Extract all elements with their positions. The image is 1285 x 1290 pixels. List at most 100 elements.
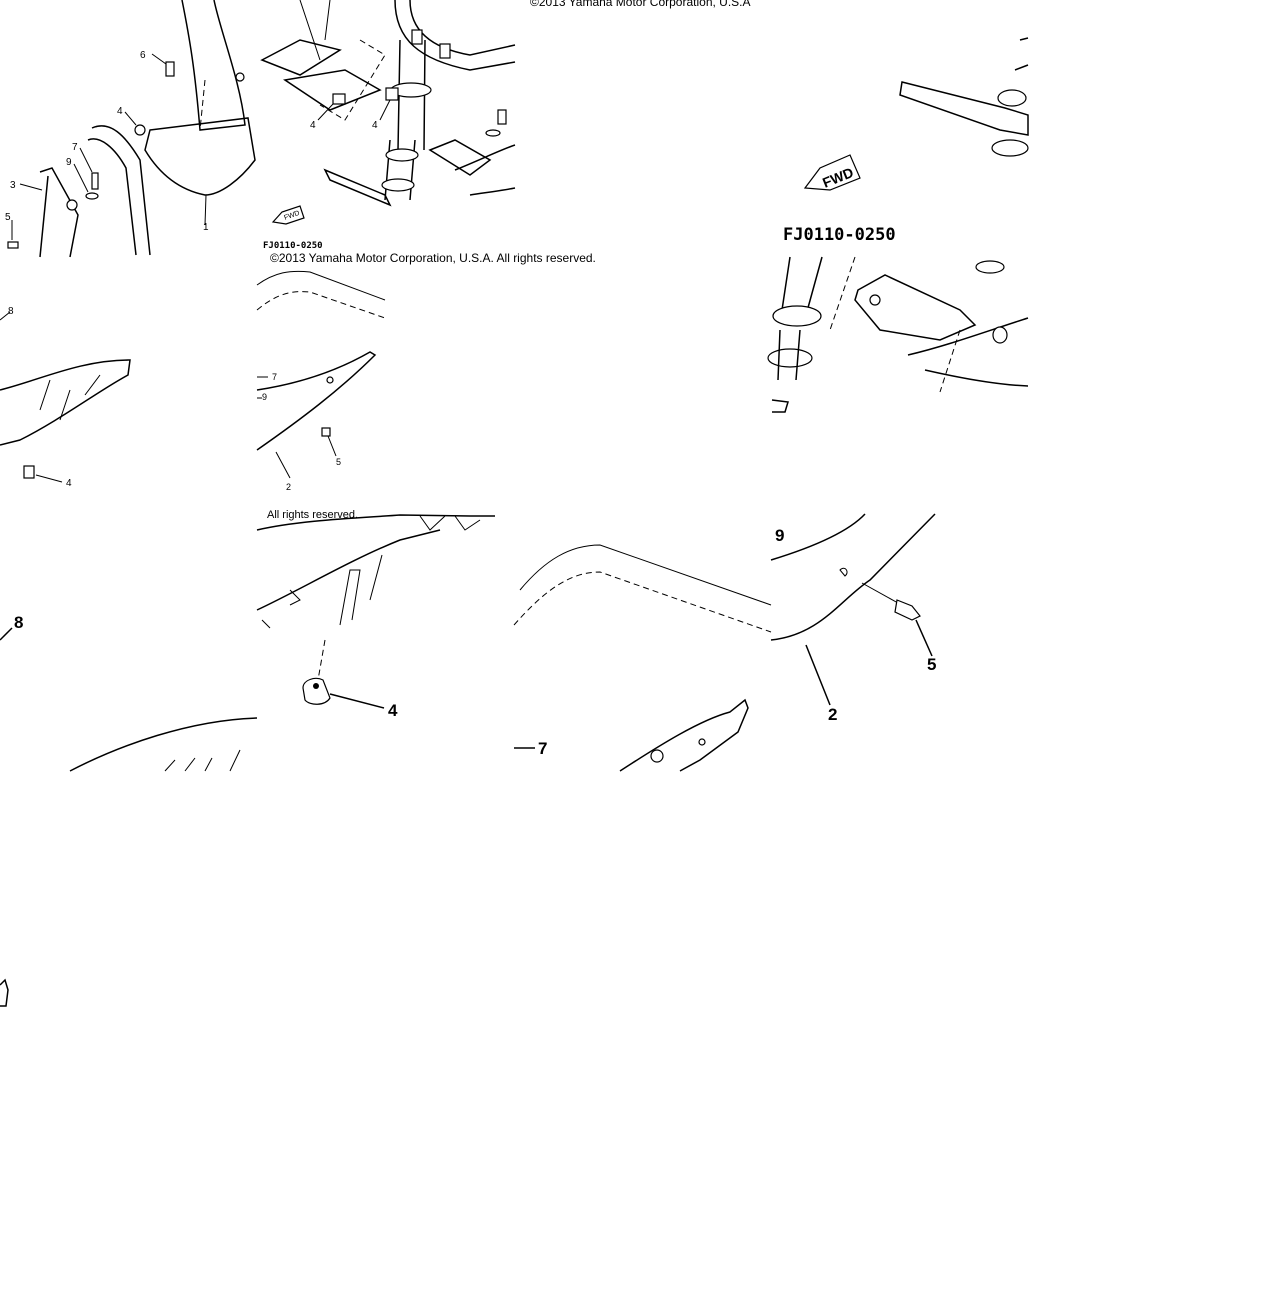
side-bracket [39,167,79,258]
rail-hole [326,376,334,384]
callout: 8 [14,613,23,632]
tile-zoom-screw: 9 5 2 [770,513,936,724]
fwd-arrow-large [803,154,861,191]
tile-zoom-bracket [767,256,1029,413]
dashed-zoom [829,256,961,393]
tile-rail: 7 9 5 2 [256,270,386,492]
rights-fragment: All rights reserved. [267,509,358,521]
callout: 3 [10,180,16,191]
leader-4 [35,474,63,483]
callout: 4 [66,478,72,489]
cover-edge-2 [469,187,516,196]
leader-8-zoom [0,627,13,641]
callout: 7 [72,142,78,153]
dashed-guide [199,79,206,131]
cover-edge [454,144,516,171]
tile-fragment [0,978,9,1007]
callout: 5 [336,457,341,467]
tabs-zoom [261,589,301,629]
fork-end-zoom [771,399,789,413]
side-bracket-edge [39,175,49,258]
hole-zoom [839,567,848,577]
tile-zoom-fwd: FWD FJ0110-0250 [783,37,1029,245]
rail-dashed [256,291,386,319]
tile-zoom-rail: 7 [513,544,772,772]
rail-cover [256,351,377,451]
leader-3 [19,183,43,191]
leader-8 [0,311,11,321]
bracket-hole [66,199,78,211]
cover-edge-zoom [907,317,1029,356]
copyright-tile: ©2013 Yamaha Motor Corporation, U.S.A. A… [270,251,596,265]
frame-lines [299,0,331,61]
callout: 2 [286,482,291,492]
callout: 7 [538,739,547,758]
fork-collar-3 [381,178,415,192]
tile-zoom-cover-left: 8 [0,613,258,772]
bar-arc [394,0,516,71]
tile-overview: 6 4 7 9 3 5 1 [5,0,256,258]
callout: 1 [203,222,209,233]
dashed-zoom [317,639,326,681]
bracket-zoom [854,274,977,341]
cover-edge-zoom [770,513,936,641]
fork-tube-lower [384,139,416,201]
bracket-plate-2 [283,69,382,111]
washer-zoom [975,260,1005,274]
bolt-6 [165,61,175,77]
cover-body [0,359,131,446]
cover-edge-top [770,513,866,561]
fwd-arrow-small [271,205,305,225]
cover-mid-zoom [256,529,441,611]
nut-hole [313,683,319,689]
tile-steering: 4 4 FWD FJ0110-0250 ©2013 Yamaha Motor C… [260,0,596,265]
grommet [235,72,245,82]
callout: 4 [388,701,398,720]
callout: 4 [372,120,378,131]
fragment-edge [0,978,9,1007]
nut-4 [134,124,146,136]
screw-5-zoom [894,599,921,621]
callout: 8 [8,306,14,317]
callout: 9 [262,392,267,402]
fork-collar-2 [385,148,419,162]
rail-hole-zoom-2 [698,738,706,746]
cover-top-zoom [256,514,495,531]
rail-top-zoom [519,544,772,606]
diagram-code-large: FJ0110-0250 [783,225,896,245]
leader-4 [124,111,137,126]
fork-shaft-zoom [777,329,801,381]
handlebar-tube [91,125,151,256]
bolt-7 [91,172,99,190]
crown-bolt [411,29,423,45]
handlebar-tube-inner [87,138,137,256]
grommet-zoom [992,326,1008,344]
callout: 5 [927,655,936,674]
cover-edge-zoom-2 [924,369,1029,387]
collar-zoom-2 [991,139,1029,157]
callout: 6 [140,50,146,61]
tube-zoom [1014,37,1029,71]
leader-6 [151,53,167,65]
callout: 5 [5,212,11,223]
nut-4-zoom [302,677,331,705]
rail-top [256,270,386,301]
collar-zoom [997,89,1027,107]
screw-line [861,582,899,604]
leader-5-zoom [915,619,933,657]
cover-bracket [428,139,492,176]
dashed-outline [319,39,386,121]
screw-5 [321,427,331,437]
callout: 9 [775,526,784,545]
cover-edge-zoom-left [69,717,258,772]
crown-bolt-2 [439,43,451,59]
foot-plate-zoom [899,81,1029,136]
front-cover-panel [144,117,256,196]
callout: 2 [828,705,837,724]
callout: 4 [117,106,123,117]
bolt-5 [7,241,19,249]
bracket-plate [260,39,342,76]
washer [485,129,501,137]
